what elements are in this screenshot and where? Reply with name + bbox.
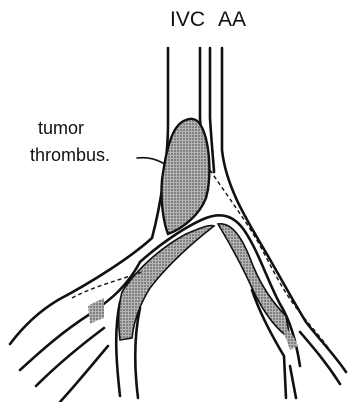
left-iliac-wall-c <box>60 346 108 402</box>
right-iliac-wall-c <box>290 366 296 398</box>
aa-label: AA <box>218 8 246 32</box>
iliac-thrombus-right <box>218 224 290 338</box>
ivc-label: IVC <box>170 8 205 32</box>
iliac-thrombus-left <box>119 225 214 340</box>
left-iliac-wall-b <box>36 328 104 386</box>
tumor-thrombus-label-line1: tumor <box>30 115 110 142</box>
tumor-thrombus-label: tumor thrombus. <box>30 115 110 169</box>
tumor-thrombus-label-line2: thrombus. <box>30 142 110 169</box>
aorta-left-wall <box>210 48 214 172</box>
wall-thrombus-strip-left <box>88 298 104 324</box>
